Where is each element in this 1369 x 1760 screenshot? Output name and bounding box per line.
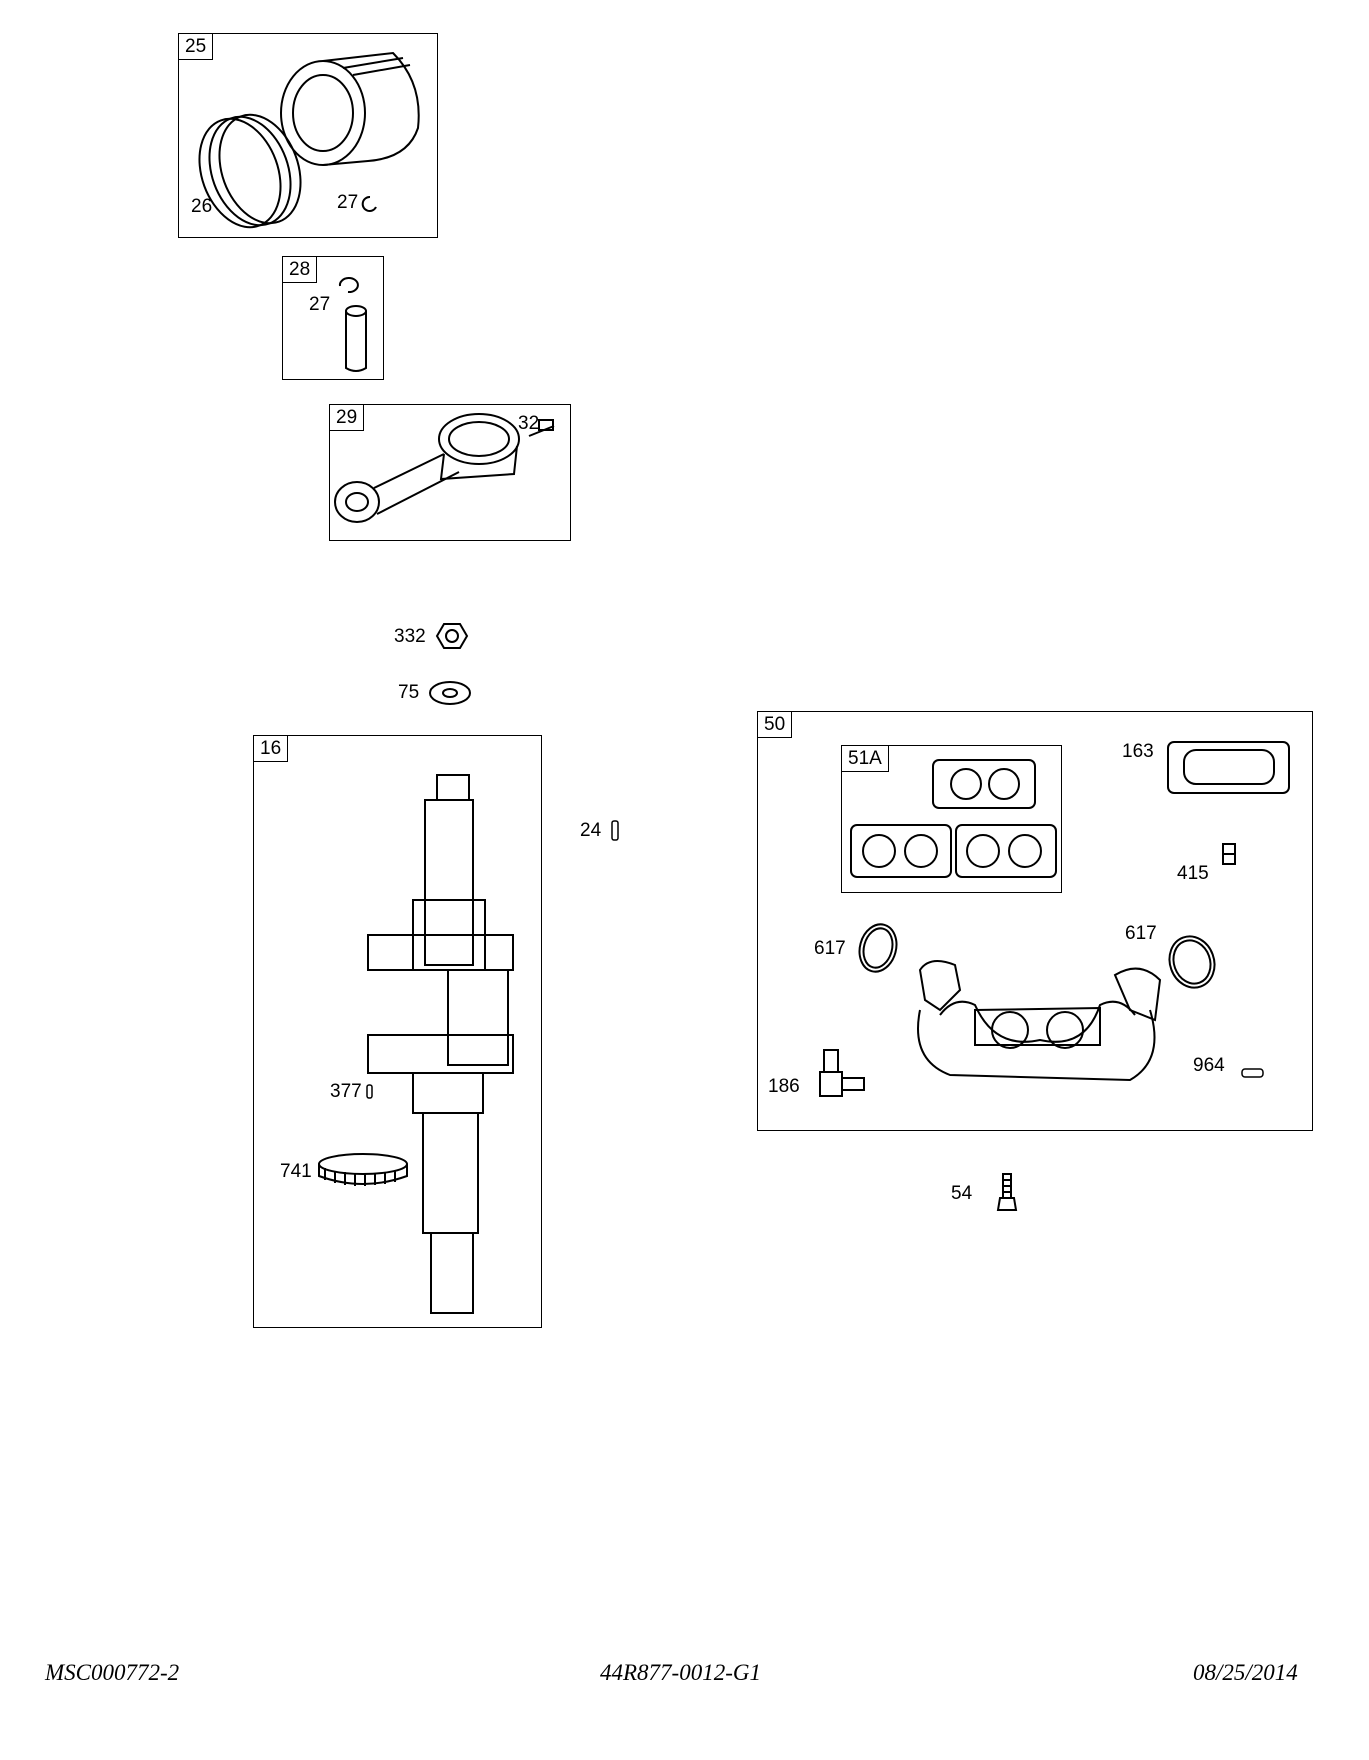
connecting-rod-bolt-label: 32 xyxy=(518,413,540,434)
key-icon xyxy=(610,820,620,842)
piston-pin-group-box: 28 xyxy=(282,256,384,380)
pin-label: 964 xyxy=(1193,1055,1225,1076)
piston-clip-label: 27 xyxy=(337,192,359,213)
connecting-rod-illustration xyxy=(329,404,571,541)
piston-pin-ref-number: 28 xyxy=(283,257,318,283)
key-label: 24 xyxy=(580,820,602,841)
nut-icon xyxy=(435,622,469,650)
footer-date: 08/25/2014 xyxy=(1193,1660,1298,1685)
crankshaft-key-label: 377 xyxy=(330,1081,362,1102)
pin-icon xyxy=(1240,1066,1266,1080)
fitting-icon xyxy=(1220,842,1240,870)
seal-left-label: 617 xyxy=(814,938,846,959)
piston-pin-clip-label: 27 xyxy=(309,294,331,315)
seal-right-label: 617 xyxy=(1125,923,1157,944)
crankshaft-illustration xyxy=(253,735,542,1328)
seal-right-icon xyxy=(1166,932,1218,992)
footer-center-code: 44R877-0012-G1 xyxy=(600,1660,761,1685)
elbow-icon xyxy=(818,1046,870,1100)
seal-left-icon xyxy=(856,921,900,975)
crankshaft-gear-icon xyxy=(315,1150,411,1190)
gasket-label: 163 xyxy=(1122,741,1154,762)
washer-icon xyxy=(428,680,472,706)
crankshaft-ref-number: 16 xyxy=(254,736,289,762)
piston-rings-label: 26 xyxy=(191,196,213,217)
gasket-kit-illustration xyxy=(841,745,1062,893)
gasket-kit-subgroup-box: 51A xyxy=(841,745,1062,893)
gasket-kit-ref-number: 51A xyxy=(842,746,889,772)
piston-pin-illustration xyxy=(282,256,384,380)
crankshaft-key-icon xyxy=(365,1084,375,1100)
crankshaft-gear-label: 741 xyxy=(280,1161,312,1182)
washer-label: 75 xyxy=(398,682,420,703)
connecting-rod-ref-number: 29 xyxy=(330,405,365,431)
footer-left-code: MSC000772-2 xyxy=(45,1660,180,1685)
crankshaft-group-box: 16 xyxy=(253,735,542,1328)
screw-label: 54 xyxy=(951,1183,973,1204)
gasket-icon xyxy=(1166,740,1291,795)
gasket-set-ref-number: 50 xyxy=(758,712,793,738)
screw-icon xyxy=(996,1172,1018,1212)
nut-label: 332 xyxy=(394,626,426,647)
gasket-set-group-box: 50 xyxy=(757,711,1313,1131)
piston-ref-number: 25 xyxy=(179,34,214,60)
connecting-rod-group-box: 29 xyxy=(329,404,571,541)
elbow-label: 186 xyxy=(768,1076,800,1097)
piston-illustration xyxy=(178,33,438,238)
fitting-label: 415 xyxy=(1177,863,1209,884)
intake-manifold-illustration xyxy=(900,950,1170,1095)
piston-group-box: 25 xyxy=(178,33,438,238)
